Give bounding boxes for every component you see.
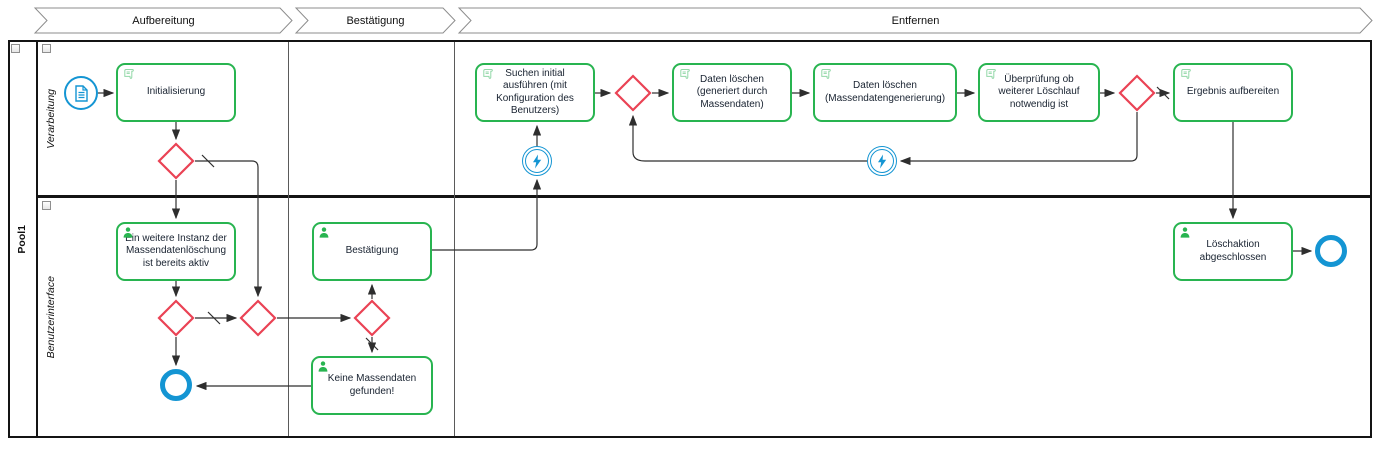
milestone-label: Aufbereitung (132, 14, 195, 27)
lane-benutzerinterface: Benutzerinterface (40, 198, 62, 436)
task-loeschaktion[interactable]: Löschaktion abgeschlossen (1173, 222, 1293, 281)
exclusive-gateway-3[interactable] (239, 299, 277, 337)
lane-label: Benutzerinterface (45, 275, 57, 359)
task-label: Initialisierung (146, 86, 206, 98)
user-task-icon (318, 361, 328, 372)
task-label: Bestätigung (345, 245, 399, 257)
task-label: Überprüfung ob weiterer Löschlauf notwen… (998, 73, 1080, 110)
milestone-label: Entfernen (891, 14, 940, 27)
task-label: Daten löschen (generiert durch Massendat… (696, 73, 768, 110)
script-task-icon (1180, 68, 1192, 80)
user-task-icon (123, 227, 133, 238)
task-daten-loeschen-2[interactable]: Daten löschen (Massendatengenerierung) (813, 63, 957, 122)
lane-divider (38, 195, 1372, 198)
pool-name: Pool1 (16, 224, 28, 254)
milestone-label: Bestätigung (346, 14, 405, 27)
pool-header-divider (36, 40, 38, 438)
task-daten-loeschen-1[interactable]: Daten löschen (generiert durch Massendat… (672, 63, 792, 122)
milestone-bestaetigung[interactable]: Bestätigung (294, 7, 456, 34)
task-label: Ergebnis aufbereiten (1186, 86, 1280, 98)
lane2-collapse-box[interactable] (42, 201, 51, 210)
end-event-1[interactable] (160, 369, 192, 401)
intermediate-event-1[interactable] (522, 146, 552, 176)
exclusive-gateway-2[interactable] (157, 299, 195, 337)
task-label: Daten löschen (Massendatengenerierung) (824, 80, 946, 104)
pool-collapse-box[interactable] (11, 44, 20, 53)
script-task-icon (123, 68, 135, 80)
milestone-aufbereitung[interactable]: Aufbereitung (33, 7, 293, 34)
task-label: Keine Massendaten gefunden! (327, 373, 417, 397)
exclusive-gateway-5[interactable] (614, 74, 652, 112)
milestone-entfernen[interactable]: Entfernen (457, 7, 1373, 34)
task-label: Suchen initial ausführen (mit Konfigurat… (496, 67, 574, 117)
task-bestaetigung[interactable]: Bestätigung (312, 222, 432, 281)
pool (8, 40, 1372, 438)
task-ergebnis-aufbereiten[interactable]: Ergebnis aufbereiten (1173, 63, 1293, 122)
lightning-icon (876, 154, 888, 169)
lane-label: Verarbeitung (45, 88, 57, 149)
end-event-2[interactable] (1315, 235, 1347, 267)
exclusive-gateway-4[interactable] (353, 299, 391, 337)
lane-verarbeitung: Verarbeitung (40, 42, 62, 195)
script-task-icon (482, 68, 494, 80)
chevron-shape (457, 7, 1373, 34)
phase-divider-2 (454, 42, 455, 436)
user-task-icon (1180, 227, 1190, 238)
user-task-icon (319, 227, 329, 238)
script-task-icon (820, 68, 832, 80)
pool-header: Pool1 (8, 40, 36, 438)
start-event[interactable] (64, 76, 98, 110)
phase-divider-1 (288, 42, 289, 436)
task-initialisierung[interactable]: Initialisierung (116, 63, 236, 122)
chevron-shape (33, 7, 293, 34)
inner-ring (870, 149, 894, 173)
task-weitere-instanz[interactable]: Ein weitere Instanz der Massendatenlösch… (116, 222, 236, 281)
exclusive-gateway-1[interactable] (157, 142, 195, 180)
lane1-collapse-box[interactable] (42, 44, 51, 53)
exclusive-gateway-6[interactable] (1118, 74, 1156, 112)
intermediate-event-2[interactable] (867, 146, 897, 176)
task-label: Löschaktion abgeschlossen (1199, 239, 1267, 263)
lightning-icon (531, 154, 543, 169)
script-task-icon (985, 68, 997, 80)
task-suchen-initial[interactable]: Suchen initial ausführen (mit Konfigurat… (475, 63, 595, 122)
task-keine-massendaten[interactable]: Keine Massendaten gefunden! (311, 356, 433, 415)
chevron-shape (294, 7, 456, 34)
task-label: Ein weitere Instanz der Massendatenlösch… (125, 232, 227, 269)
task-ueberpruefung[interactable]: Überprüfung ob weiterer Löschlauf notwen… (978, 63, 1100, 122)
document-icon (74, 84, 89, 102)
inner-ring (525, 149, 549, 173)
script-task-icon (679, 68, 691, 80)
